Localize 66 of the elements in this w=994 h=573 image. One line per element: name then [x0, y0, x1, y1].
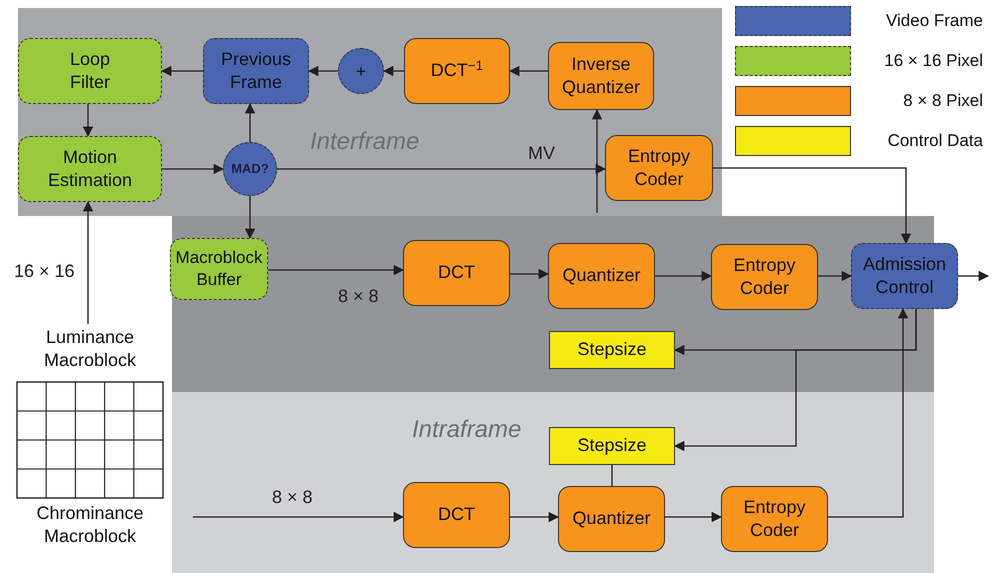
arrow — [162, 164, 224, 174]
process-box — [203, 38, 309, 104]
process-box — [18, 136, 162, 202]
process-box — [558, 486, 665, 552]
node-label: DCT$^{−1}$ — [430, 59, 484, 82]
node-label: Loop Filter — [70, 48, 110, 94]
process-box — [404, 38, 510, 104]
arrow — [277, 164, 606, 174]
process-box — [711, 244, 818, 310]
arrow — [828, 308, 908, 518]
node-label: Previous Frame — [220, 48, 292, 94]
process-box — [548, 243, 655, 309]
arrow — [713, 167, 912, 244]
node-label: Macroblock Buffer — [176, 246, 262, 291]
process-box — [403, 240, 510, 306]
node-label: Stepsize — [577, 434, 647, 458]
arrow — [508, 66, 548, 76]
interframe-band — [18, 8, 722, 216]
arrow — [82, 200, 94, 324]
arrow — [268, 264, 404, 276]
node-label: Entropy Coder — [733, 254, 796, 300]
arrow — [244, 102, 256, 142]
arrow — [665, 512, 722, 522]
process-box — [403, 482, 510, 548]
node-label: Luminance Macroblock — [44, 326, 136, 372]
node-label: Quantizer — [572, 507, 651, 530]
process-box — [605, 135, 713, 201]
process-box — [548, 42, 654, 110]
section-title: Intraframe — [412, 415, 522, 445]
control-box — [549, 331, 675, 369]
arrow — [592, 108, 602, 213]
node-label: Entropy Coder — [628, 144, 690, 191]
arrow — [308, 66, 338, 76]
node-label: Entropy Coder — [743, 496, 806, 542]
node-label: Stepsize — [577, 338, 647, 362]
section-title: Interframe — [310, 127, 420, 157]
intraframe-band — [172, 392, 934, 573]
node-label: DCT — [438, 261, 475, 284]
text-label: Chrominance Macroblock — [35, 502, 145, 548]
process-box — [18, 38, 162, 104]
process-box — [851, 243, 958, 309]
arrow — [818, 270, 852, 282]
legend-label: 8 × 8 Pixel — [902, 90, 983, 112]
node-label: MAD? — [231, 160, 269, 178]
legend-label: 16 × 16 Pixel — [883, 50, 983, 72]
node-label: DCT — [438, 503, 475, 526]
arrow — [382, 66, 404, 76]
node-label: Motion Estimation — [48, 146, 132, 192]
node-label: Admission Control — [862, 252, 946, 299]
arrow — [160, 66, 203, 76]
legend-label: Control Data — [886, 130, 983, 152]
node-label: Quantizer — [562, 264, 641, 288]
arrow — [958, 270, 990, 282]
legend-label: Video Frame — [884, 10, 983, 32]
control-box — [549, 427, 675, 465]
arrow — [510, 268, 550, 280]
process-box — [170, 238, 268, 300]
arrow — [655, 270, 712, 282]
arrow — [510, 512, 560, 522]
arrow — [674, 309, 917, 452]
node-label: Inverse Quantizer — [562, 52, 640, 99]
arrow — [244, 196, 256, 240]
arrow — [82, 104, 94, 138]
process-box — [721, 486, 828, 552]
arrow — [193, 512, 404, 522]
node-label: + — [356, 62, 366, 80]
